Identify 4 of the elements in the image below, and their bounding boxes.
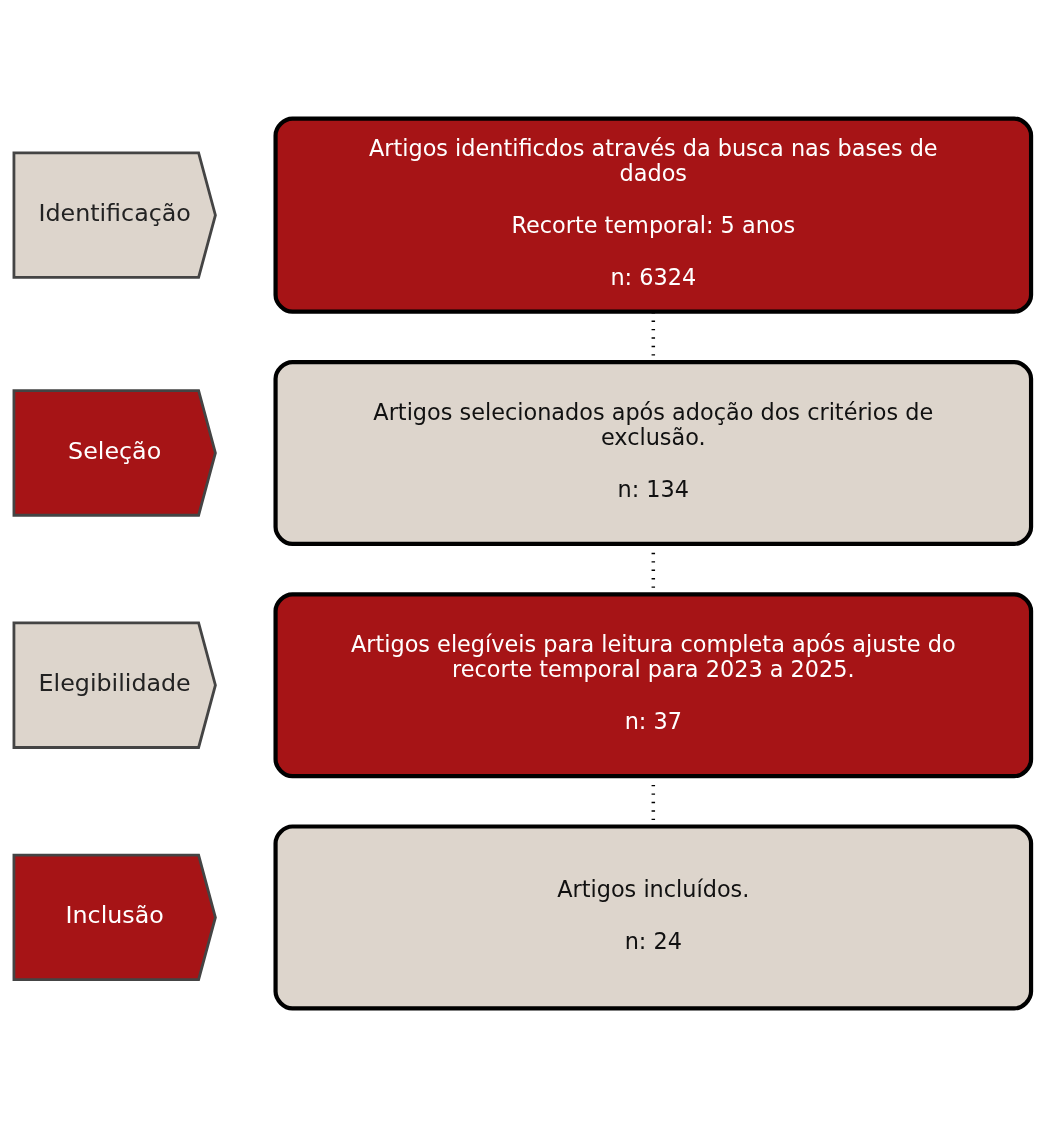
node-box: Artigos incluídos. n: 24 — [273, 824, 1034, 1011]
node-box: Artigos selecionados após adoção dos critérios de exclusão. n: 134 — [273, 359, 1034, 546]
node-box: Artigos elegíveis para leitura completa após ajuste do recorte temporal para 2023 a 2025. n: 37 — [273, 592, 1034, 779]
node-box: Artigos identificdos através da busca nas bases de dados Recorte temporal: 5 anos n: 6324 — [273, 116, 1034, 314]
